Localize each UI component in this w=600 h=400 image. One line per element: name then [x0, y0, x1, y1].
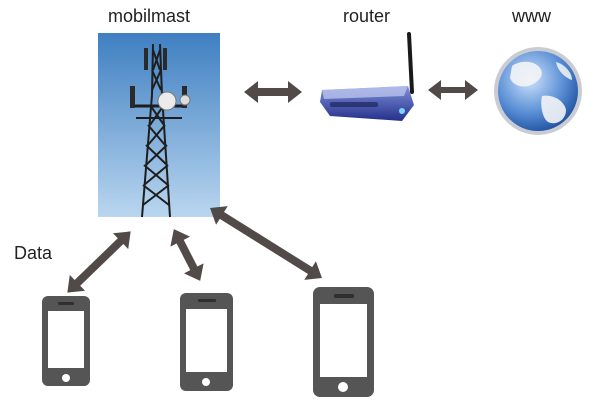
www-label: www [512, 6, 551, 26]
cell-tower-photo [98, 33, 220, 218]
smartphone-icon [42, 296, 90, 386]
arrows [67, 80, 478, 293]
wireless-router-icon [320, 32, 414, 121]
smartphone-icon [313, 287, 374, 397]
arrow-mast-phone-3 [210, 206, 322, 280]
data-label: Data [14, 243, 53, 263]
smartphone-icon [180, 293, 233, 391]
arrow-mast-router [244, 81, 302, 103]
globe-icon [494, 47, 582, 135]
arrow-router-www [428, 80, 478, 100]
arrow-mast-phone-1 [67, 231, 131, 293]
mast-label: mobilmast [108, 6, 191, 26]
router-label: router [343, 6, 391, 26]
arrow-mast-phone-2 [170, 229, 204, 281]
